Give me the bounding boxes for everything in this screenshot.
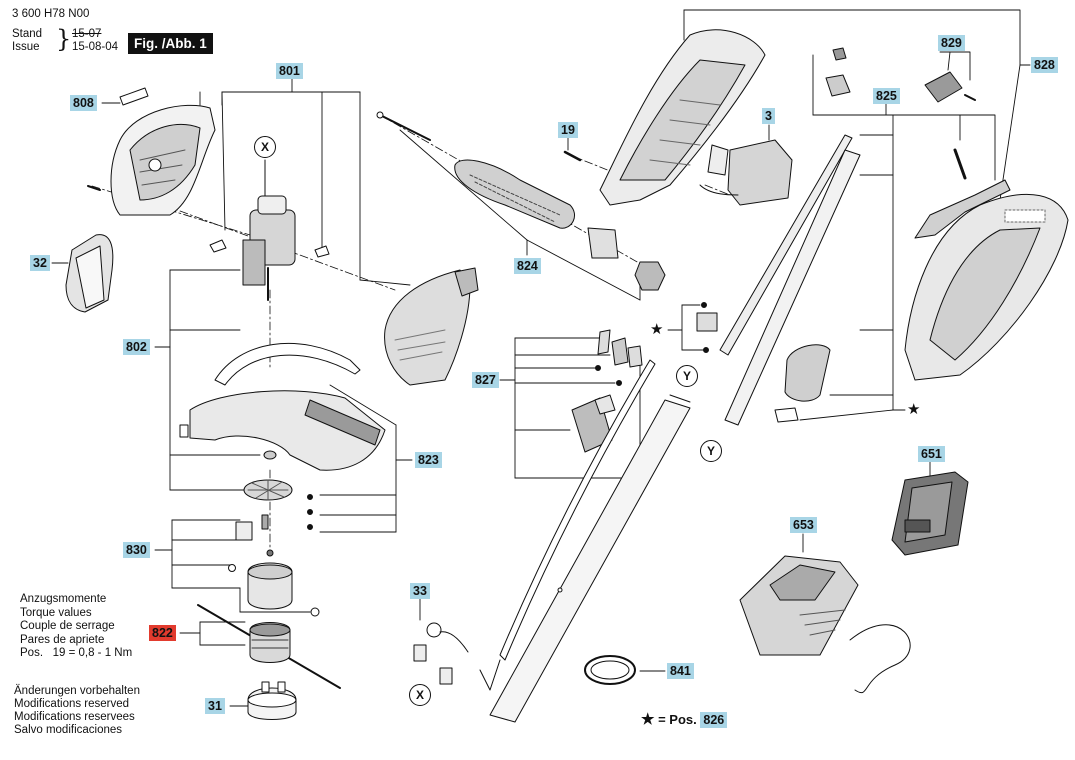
part-small-fasteners — [696, 302, 718, 353]
star-marker-825: ★ — [907, 401, 921, 418]
figure-label: Fig. /Abb. 1 — [128, 33, 213, 54]
part-825-frame — [719, 134, 861, 426]
torque-values-block: Anzugsmomente Torque values Couple de se… — [20, 593, 132, 661]
callout-19: 19 — [558, 122, 578, 138]
note-es: Salvo modificaciones — [14, 724, 123, 736]
part-main-shaft — [489, 394, 691, 723]
part-824-handle — [376, 111, 666, 291]
callout-33: 33 — [410, 583, 430, 599]
torque-line-en: Torque values — [20, 606, 92, 619]
ref-circle-y-bottom: Y — [700, 440, 722, 462]
callout-808: 808 — [70, 95, 97, 111]
modification-notes: Änderungen vorbehalten Modifications res… — [14, 685, 140, 737]
torque-line-fr: Couple de serrage — [20, 620, 115, 632]
callout-822: 822 — [149, 625, 176, 641]
ref-circle-y-top: Y — [676, 365, 698, 387]
issue-value: 15-08-04 — [72, 41, 119, 53]
torque-line-es: Pares de apriete — [20, 633, 105, 646]
part-19-screw — [563, 150, 582, 162]
star-marker-827: ★ — [650, 321, 664, 338]
part-653-charger — [739, 555, 911, 694]
part-motor — [209, 159, 330, 301]
part-front-housing — [384, 267, 479, 386]
callout-801: 801 — [276, 63, 303, 79]
callout-829: 829 — [938, 35, 965, 51]
part-822-spool — [197, 604, 341, 689]
callout-825: 825 — [873, 88, 900, 104]
part-829-knobs — [825, 47, 976, 180]
torque-line-de: Anzugsmomente — [20, 593, 107, 605]
stand-value: 15-07 — [72, 28, 102, 40]
callout-802: 802 — [123, 339, 150, 355]
part-801-housing-half — [87, 104, 216, 216]
callout-830: 830 — [123, 542, 150, 558]
callout-828: 828 — [1031, 57, 1058, 73]
callout-32: 32 — [30, 255, 50, 271]
callout-651: 651 — [918, 446, 945, 462]
part-808-spacer — [119, 87, 149, 106]
note-fr: Modifications reservees — [14, 711, 135, 723]
leader-lines — [51, 9, 1031, 707]
note-en: Modifications reserved — [14, 698, 130, 710]
star-legend: ★ = Pos. 826 — [641, 710, 728, 728]
ref-circle-x-top: X — [254, 136, 276, 158]
part-841-ring — [584, 655, 636, 685]
callout-653: 653 — [790, 517, 817, 533]
part-fan-spool — [228, 450, 320, 617]
part-802-guard — [179, 342, 386, 471]
callout-31: 31 — [205, 698, 225, 714]
star-legend-glyph: ★ — [641, 711, 655, 728]
part-32-cover — [65, 234, 114, 313]
part-3-switch — [699, 139, 793, 206]
part-828-housing-top — [599, 29, 766, 206]
callout-3: 3 — [762, 108, 775, 124]
part-827-clips-shaft — [479, 329, 656, 691]
brace-glyph: } — [56, 25, 72, 53]
part-651-battery — [891, 471, 969, 556]
note-de: Änderungen vorbehalten — [14, 685, 140, 697]
part-33-cable — [413, 622, 469, 685]
part-31-cap — [247, 681, 297, 720]
callout-824: 824 — [514, 258, 541, 274]
issue-label: Issue — [12, 41, 40, 53]
callout-823: 823 — [415, 452, 442, 468]
callout-826: 826 — [700, 712, 728, 728]
stand-label: Stand — [12, 28, 43, 40]
callout-827: 827 — [472, 372, 499, 388]
document-number: 3 600 H78 N00 — [12, 8, 90, 20]
ref-circle-x-bottom: X — [409, 684, 431, 706]
part-828-housing-right — [904, 179, 1069, 381]
torque-spec: Pos. 19 = 0,8 - 1 Nm — [20, 647, 133, 659]
callout-841: 841 — [667, 663, 694, 679]
star-legend-text: = Pos. — [658, 712, 697, 727]
